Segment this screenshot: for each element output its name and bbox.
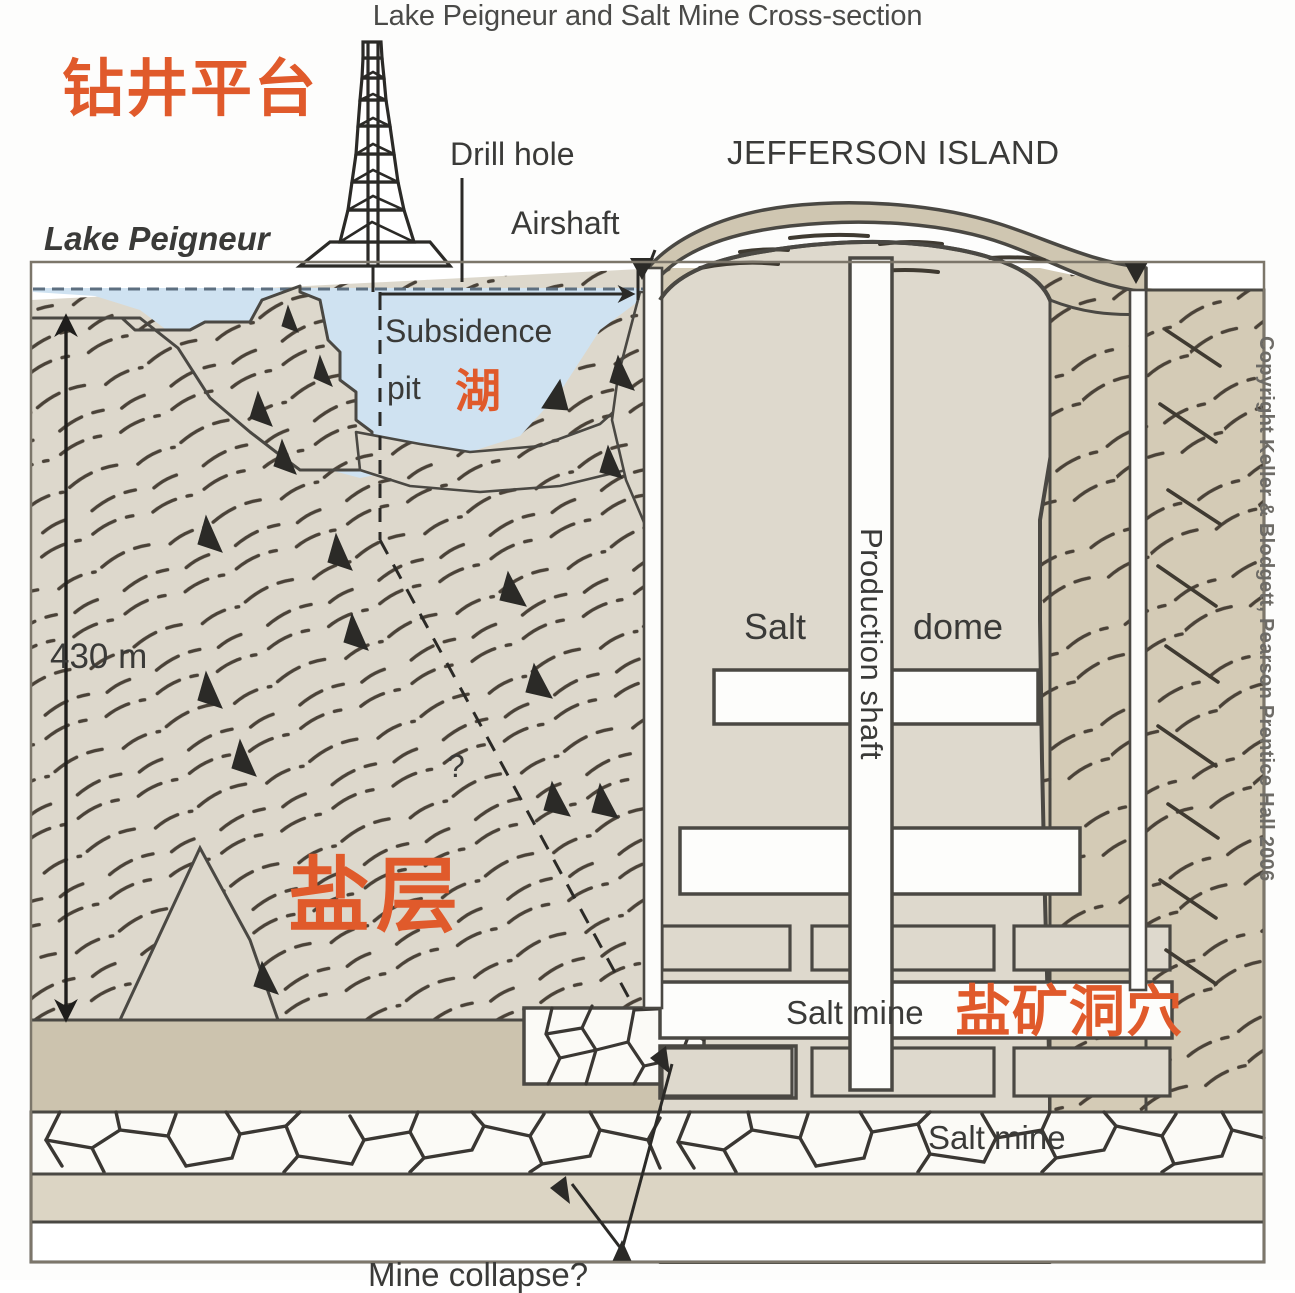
- island-surface-cap: [646, 200, 1148, 294]
- fault-slip-arrows: [197, 304, 635, 995]
- ground-level-marker-center: [630, 258, 654, 280]
- right-airshaft: [1128, 288, 1148, 992]
- basement-layer: [29, 1220, 1266, 1264]
- mine-pillars: [660, 924, 1172, 1098]
- annotation-drilling-rig: 钻井平台: [62, 52, 319, 125]
- ground-level-marker-right: [1124, 262, 1148, 284]
- drill-hole-dashed-lower: [378, 539, 632, 1001]
- mine-collapse-leaders: [570, 1063, 674, 1251]
- annotation-lake: 湖: [455, 364, 501, 418]
- mine-chamber-lower-label: [658, 980, 1174, 1040]
- left-collapsed-bank: [31, 284, 374, 472]
- annotation-salt-mine-cavern: 盐矿洞穴: [955, 980, 1183, 1045]
- drilling-rig: [295, 40, 454, 268]
- collapse-arrow-head-bottom: [612, 1240, 632, 1262]
- right-flank-bedding: [1156, 328, 1222, 986]
- figure-frame: [29, 260, 1266, 1264]
- basal-layer: [29, 1172, 1266, 1224]
- production-shaft: [848, 256, 894, 1092]
- annotation-salt-layer: 盐层: [288, 849, 465, 944]
- airshaft: [642, 266, 664, 1010]
- dome-crest-outline: [658, 239, 1052, 302]
